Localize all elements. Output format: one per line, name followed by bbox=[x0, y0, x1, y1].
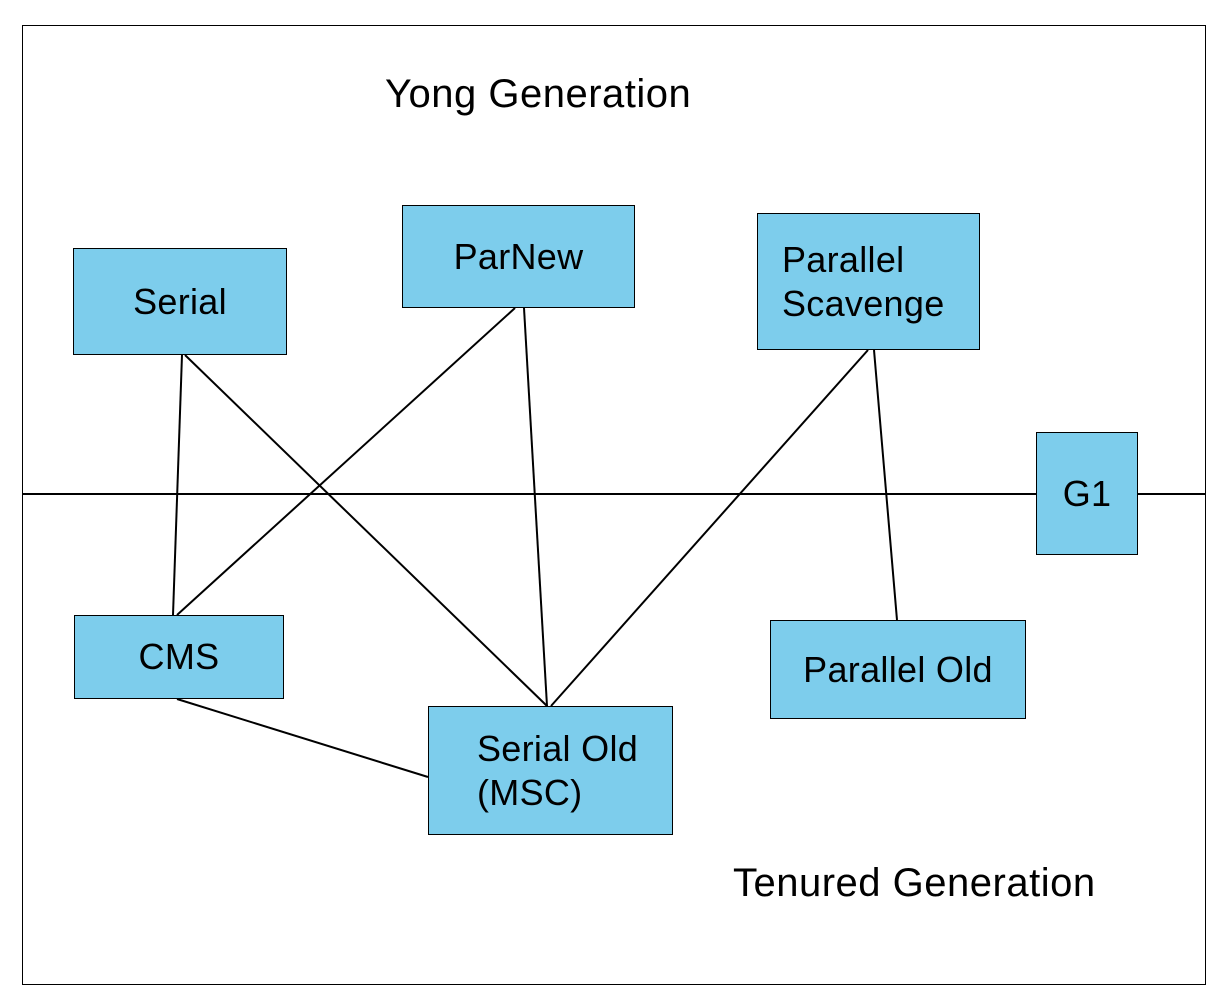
node-label-serial: Serial bbox=[133, 280, 227, 322]
node-label-cms: CMS bbox=[138, 636, 220, 678]
node-parallel-old: Parallel Old bbox=[770, 620, 1026, 719]
edge-parnew-to-serial-old bbox=[523, 307, 548, 707]
edge-cms-to-serial-old bbox=[176, 698, 429, 778]
node-label-g1: G1 bbox=[1062, 472, 1112, 514]
node-label-serial-old: Serial Old (MSC) bbox=[477, 727, 639, 813]
node-serial-old: Serial Old (MSC) bbox=[428, 706, 673, 835]
edge-serial-to-cms bbox=[172, 354, 183, 616]
node-serial: Serial bbox=[73, 248, 287, 355]
node-parallel-scavenge: Parallel Scavenge bbox=[757, 213, 980, 350]
node-label-parnew: ParNew bbox=[453, 235, 584, 277]
tenured-generation-label: Tenured Generation bbox=[733, 861, 1096, 905]
node-cms: CMS bbox=[74, 615, 284, 699]
edge-serial-to-serial-old bbox=[184, 354, 548, 707]
node-label-parallel-old: Parallel Old bbox=[803, 648, 993, 690]
edge-parnew-to-cms bbox=[176, 307, 516, 616]
edge-parallel-scavenge-to-serial-old bbox=[550, 349, 869, 707]
node-parnew: ParNew bbox=[402, 205, 635, 308]
diagram-border bbox=[22, 25, 1206, 985]
edge-parallel-scavenge-to-parallel-old bbox=[873, 349, 898, 621]
node-g1: G1 bbox=[1036, 432, 1138, 555]
young-generation-label: Yong Generation bbox=[385, 72, 692, 116]
node-label-parallel-scavenge: Parallel Scavenge bbox=[782, 238, 945, 324]
